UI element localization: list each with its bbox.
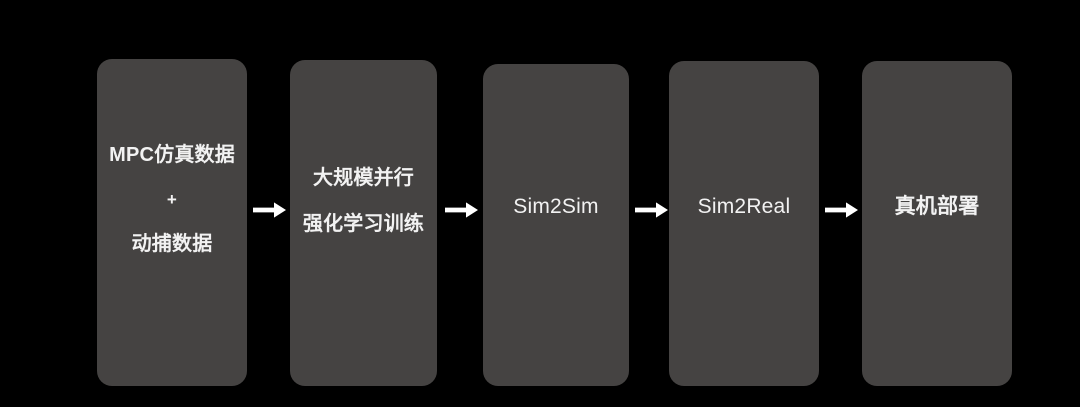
arrow-right-icon [635, 200, 668, 220]
stage-text-block: 真机部署 [862, 196, 1012, 217]
arrow-right-icon [445, 200, 478, 220]
stage-label-line: Sim2Sim [513, 195, 599, 218]
stage-box-real-robot-deployment: 真机部署 [862, 61, 1012, 386]
stage-label-line: 强化学习训练 [302, 213, 425, 235]
stage-label-line: MPC仿真数据 [109, 144, 235, 166]
stage-text-block: MPC仿真数据 + 动捕数据 [97, 145, 247, 254]
stage-text-block: Sim2Sim [483, 196, 629, 217]
stage-label-line: Sim2Real [697, 195, 791, 218]
stage-label-line: 真机部署 [894, 195, 980, 218]
stage-label-line: 动捕数据 [131, 233, 213, 255]
arrow-right-icon [825, 200, 858, 220]
stage-text-block: 大规模并行 强化学习训练 [290, 168, 437, 234]
stage-box-sim2real: Sim2Real [669, 61, 819, 386]
stage-box-massively-parallel-rl: 大规模并行 强化学习训练 [290, 60, 437, 386]
stage-text-block: Sim2Real [669, 196, 819, 217]
stage-box-sim2sim: Sim2Sim [483, 64, 629, 386]
stage-label-plus: + [166, 190, 178, 209]
stage-box-mpc-sim-data: MPC仿真数据 + 动捕数据 [97, 59, 247, 386]
arrow-right-icon [253, 200, 286, 220]
stage-label-line: 大规模并行 [313, 167, 414, 189]
